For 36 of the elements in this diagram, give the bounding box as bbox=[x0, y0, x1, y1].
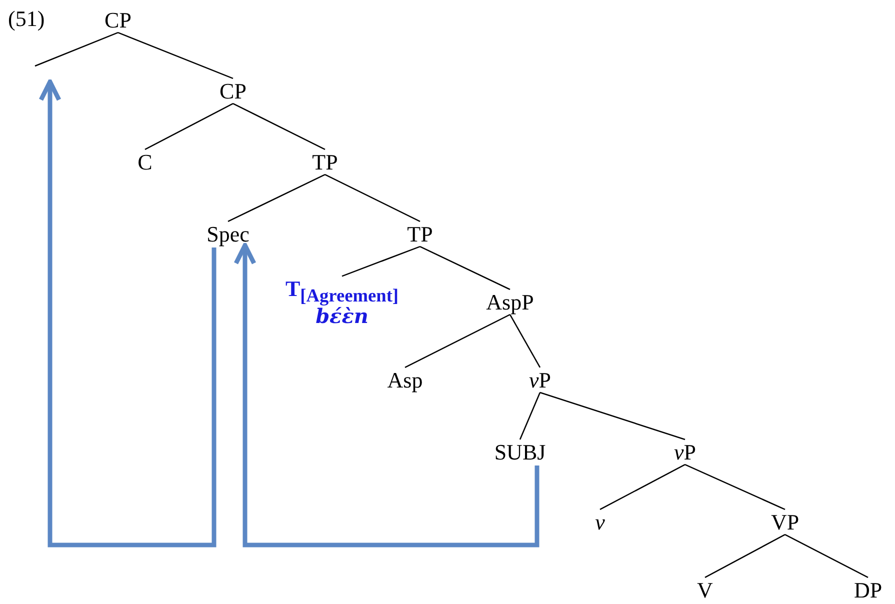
tree-branch-line bbox=[34, 32, 118, 67]
tree-branch-line bbox=[704, 534, 786, 578]
tree-node-label: VP bbox=[770, 510, 800, 534]
tree-branch-line bbox=[420, 246, 510, 290]
tree-node-label: vP bbox=[674, 440, 696, 464]
tree-node-label: TP bbox=[312, 150, 338, 174]
tree-branch-line bbox=[600, 464, 686, 510]
tree-branch-line bbox=[324, 174, 420, 222]
tree-node-label: DP bbox=[854, 578, 882, 602]
tree-node-label: TP bbox=[407, 222, 433, 246]
tree-node-label: Spec bbox=[206, 222, 250, 246]
example-number: (51) bbox=[8, 6, 45, 32]
tree-branch-line bbox=[784, 534, 868, 578]
tree-branch-line bbox=[144, 102, 234, 150]
tree-node-label: SUBJ bbox=[494, 440, 546, 464]
movement-arrow bbox=[38, 80, 216, 548]
tree-node-label: AspP bbox=[486, 290, 534, 314]
tree-branch-line bbox=[118, 32, 234, 80]
tree-node-label: CP bbox=[104, 8, 132, 32]
tree-node-label: Asp bbox=[387, 368, 423, 392]
tree-branch-line bbox=[684, 464, 786, 510]
category-label: T$_{[Agreement]}$ bbox=[285, 277, 399, 306]
tree-node-label: V bbox=[697, 578, 713, 602]
tree-branch-line bbox=[228, 174, 326, 222]
tree-branch-line bbox=[342, 246, 420, 277]
movement-arrow bbox=[234, 243, 540, 548]
tree-node-label: CP bbox=[220, 79, 246, 103]
tree-branch-line bbox=[509, 314, 541, 368]
tree-branch-line bbox=[404, 314, 510, 368]
tree-node-label: v bbox=[595, 510, 605, 534]
tree-branch-line bbox=[540, 392, 686, 440]
tree-node-label: C bbox=[138, 150, 152, 174]
tree-branch-line bbox=[232, 102, 326, 150]
tree-node-label: vP bbox=[529, 368, 551, 392]
tree-branch-line bbox=[519, 392, 541, 440]
word-label: bɛ́ɛ̀n bbox=[316, 306, 368, 327]
